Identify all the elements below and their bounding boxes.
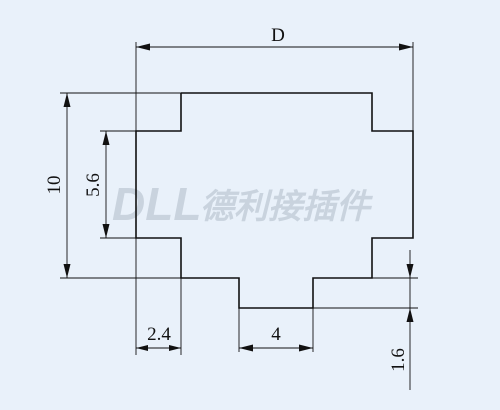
label-d: D (271, 25, 285, 46)
arrow-head (169, 345, 181, 351)
arrow-head (63, 93, 71, 107)
arrow-head (399, 43, 413, 51)
label-10: 10 (44, 176, 65, 195)
arrow-head (102, 131, 110, 145)
arrow-head (136, 43, 150, 51)
watermark-dll: DLL (112, 178, 201, 230)
label-1-6: 1.6 (388, 348, 409, 372)
arrow-head (136, 345, 148, 351)
label-4: 4 (271, 324, 281, 345)
label-2-4: 2.4 (147, 324, 171, 345)
watermark-company: 德利接插件 (200, 187, 374, 227)
arrow-head (299, 344, 313, 352)
arrow-head (406, 308, 414, 322)
arrow-head (239, 344, 253, 352)
arrow-head (406, 264, 414, 278)
arrow-head (102, 224, 110, 238)
arrow-head (63, 264, 71, 278)
label-5-6: 5.6 (83, 173, 104, 197)
